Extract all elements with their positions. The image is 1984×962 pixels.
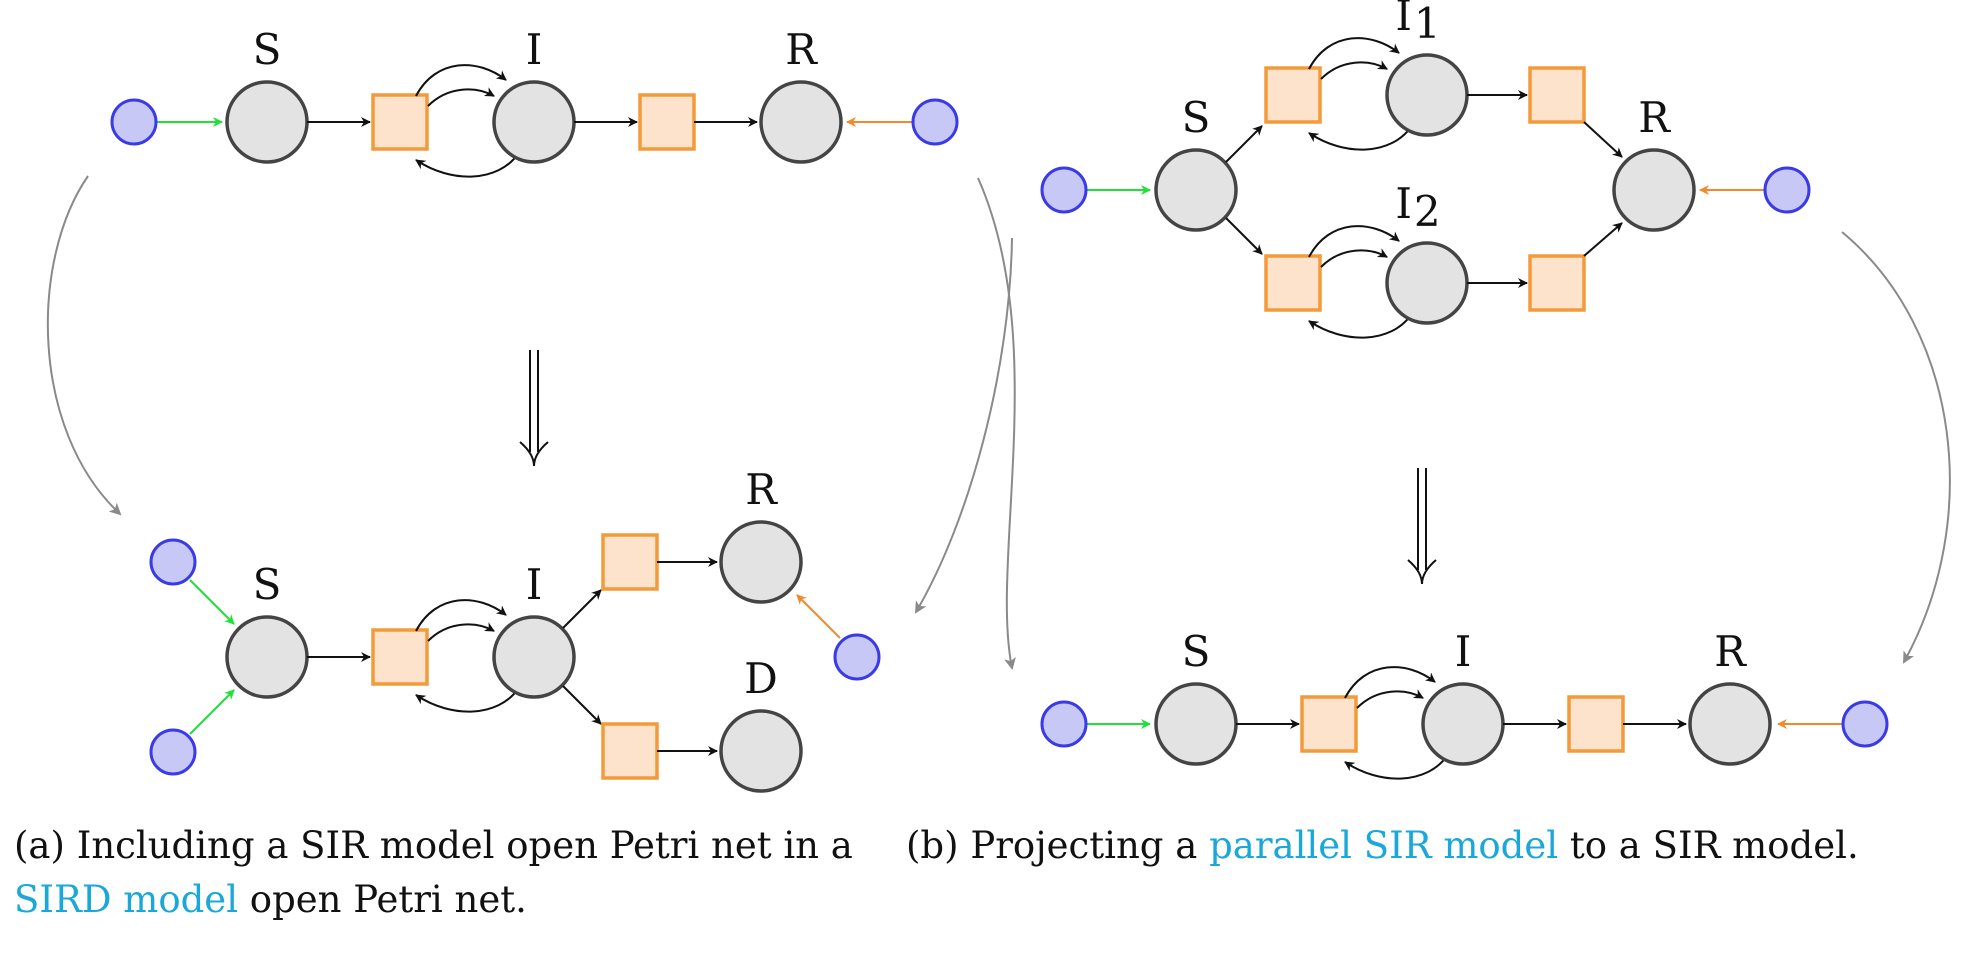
label-s: S [1182,93,1211,142]
label-s: S [1182,627,1211,676]
place-i [492,615,576,699]
arc [1344,666,1436,699]
label-i: I [1455,627,1472,676]
input-arrow [189,579,235,625]
label-s: S [253,25,282,74]
arc [1344,755,1448,780]
place-i [1421,682,1505,766]
morphism-arrow-input-a [46,175,122,516]
caption-a-text-end: open Petri net. [249,878,527,921]
transition-recovery [638,93,696,151]
arc [562,685,602,725]
caption-a: (a) Including a SIR model open Petri net… [14,819,894,927]
sird-net-a-bottom: S I R D [149,465,881,793]
arc [415,64,507,97]
arc [427,622,495,642]
label-i: I [526,560,543,609]
boundary-node-input [1040,166,1088,214]
arc [1320,248,1388,268]
arc [1308,37,1400,70]
label-r: R [1714,627,1747,676]
transition-recovery-1 [1528,66,1586,124]
boundary-node-output [1763,166,1811,214]
transition-death [601,722,659,780]
transition-infection [371,93,429,151]
sir-net-a-top: S I R [110,25,959,178]
arc [1320,60,1388,80]
arc [1308,314,1412,339]
label-i2: I2 [1395,179,1440,236]
morphism-arrow-output-b [1841,231,1951,664]
place-i [492,80,576,164]
place-r [719,520,803,604]
boundary-node-output [1841,700,1889,748]
morphism-arrow-input-b [977,177,1016,670]
place-r [1688,682,1772,766]
arc [427,87,495,107]
transition-recovery [601,533,659,591]
place-r [1612,148,1696,232]
boundary-node-input [110,98,158,146]
transition-recovery-2 [1528,254,1586,312]
label-d: D [744,654,778,703]
caption-b-text-end: to a SIR model. [1569,824,1859,867]
transition-infection-2 [1264,254,1322,312]
caption-b-text: Projecting a [970,824,1198,867]
output-arrow [796,594,841,639]
place-s [225,615,309,699]
implies-arrow-a [519,350,549,467]
place-s [1154,148,1238,232]
arc [1308,225,1400,258]
arc [1583,121,1623,158]
boundary-node-input [149,538,197,586]
place-s [1154,682,1238,766]
arc [1225,125,1263,163]
parallel-sir-net-b-top: S I1 I2 R [1040,0,1811,339]
label-i: I [526,25,543,74]
label-s: S [253,560,282,609]
place-s [225,80,309,164]
boundary-node-output [833,633,881,681]
arc [562,589,602,629]
label-i1: I1 [1395,0,1440,48]
sird-model-link[interactable]: SIRD model [14,878,239,921]
arc [1583,222,1623,257]
place-d [719,709,803,793]
label-r: R [1638,93,1671,142]
place-r [759,80,843,164]
place-i2 [1385,241,1469,325]
caption-b: (b) Projecting a parallel SIR model to a… [906,819,1886,873]
arc [415,153,519,178]
arc [1356,689,1424,709]
label-r: R [745,465,778,514]
transition-infection [371,628,429,686]
arc [1225,217,1263,255]
transition-infection [1300,695,1358,753]
parallel-sir-model-link[interactable]: parallel SIR model [1209,824,1559,867]
transition-infection-1 [1264,66,1322,124]
input-arrow [189,689,235,735]
label-r: R [785,25,818,74]
boundary-node-output [911,98,959,146]
caption-a-tag: (a) [14,824,65,867]
caption-a-text: Including a SIR model open Petri net in … [76,824,853,867]
arc [415,599,507,632]
caption-b-tag: (b) [906,824,959,867]
morphism-arrow-output-a [914,237,1013,614]
boundary-node-input [149,728,197,776]
arc [1308,126,1412,151]
arc [415,688,519,713]
transition-recovery [1567,695,1625,753]
sir-net-b-bottom: S I R [1040,627,1889,780]
implies-arrow-b [1407,468,1437,585]
place-i1 [1385,53,1469,137]
boundary-node-input [1040,700,1088,748]
